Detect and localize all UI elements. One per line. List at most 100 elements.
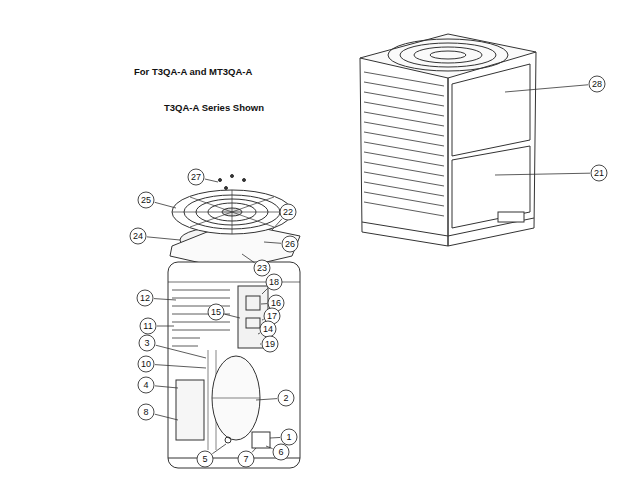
exploded-unit-part <box>246 318 260 328</box>
assembled-unit-part <box>414 47 482 63</box>
leader-line <box>252 448 256 452</box>
callout-number: 28 <box>589 76 605 92</box>
callout-circle <box>591 165 607 181</box>
callout-number: 10 <box>138 356 154 372</box>
callout-number: 27 <box>188 169 204 185</box>
leader-line <box>256 399 277 400</box>
callout-number: 25 <box>138 192 154 208</box>
callout-circle <box>138 404 154 420</box>
leader-line <box>155 414 178 420</box>
assembled-unit-part <box>388 39 508 71</box>
callout-number: 12 <box>137 290 153 306</box>
callout-circle <box>273 444 289 460</box>
callout-number: 24 <box>130 228 146 244</box>
leader-line <box>147 237 180 240</box>
exploded-unit-part <box>219 179 222 182</box>
callout-number: 19 <box>262 336 278 352</box>
callout-circle <box>138 377 154 393</box>
exploded-unit-part <box>231 175 234 178</box>
leader-line <box>262 319 264 321</box>
assembled-unit-part <box>452 64 530 156</box>
leader-line <box>260 344 261 345</box>
assembled-unit-part <box>452 146 530 228</box>
leader-line <box>225 314 240 318</box>
leader-line <box>262 288 268 294</box>
callout-circle <box>238 451 254 467</box>
callout-circle <box>282 236 298 252</box>
leader-line <box>270 437 280 439</box>
leader-line <box>157 326 174 327</box>
callout-number: 1 <box>281 429 297 445</box>
assembled-unit-part <box>430 51 466 59</box>
callout-number: 5 <box>197 451 213 467</box>
callout-number: 18 <box>266 274 282 290</box>
callout-circle <box>208 304 224 320</box>
assembled-unit-part <box>360 34 536 78</box>
callout-number: 21 <box>591 165 607 181</box>
diagram-title: For T3QA-A and MT3QA-A <box>134 66 252 78</box>
leader-line <box>212 444 226 454</box>
assembled-unit-part <box>400 43 496 67</box>
assembled-unit <box>360 34 536 246</box>
callout-number: 3 <box>139 335 155 351</box>
callout-number: 14 <box>260 321 276 337</box>
callout-number: 4 <box>138 377 154 393</box>
exploded-unit-part <box>212 398 260 399</box>
callout-circle <box>139 335 155 351</box>
callout-circle <box>254 260 270 276</box>
exploded-unit-part <box>252 432 270 448</box>
callout-number: 23 <box>254 260 270 276</box>
leader-line <box>505 85 588 92</box>
callout-number: 6 <box>273 444 289 460</box>
leader-line <box>155 386 178 388</box>
callout-number: 2 <box>278 390 294 406</box>
leader-line <box>155 365 206 368</box>
leader-line <box>205 179 218 182</box>
exploded-unit <box>168 175 300 469</box>
leader-line <box>156 345 206 358</box>
leader-line <box>266 446 273 449</box>
callout-circle <box>138 192 154 208</box>
leader-line <box>155 202 176 208</box>
exploded-unit-part <box>172 190 292 234</box>
leader-line <box>154 299 176 300</box>
subtitle-note: T3QA-A Series Shown <box>164 102 264 114</box>
callout-circle <box>138 356 154 372</box>
exploded-unit-part <box>225 187 228 190</box>
leader-line <box>495 173 590 175</box>
leader-line <box>272 219 282 230</box>
leader-line <box>261 303 267 304</box>
callout-number: 17 <box>264 308 280 324</box>
callout-circle <box>188 169 204 185</box>
exploded-unit-part-part <box>172 290 230 346</box>
assembled-unit-part-part <box>364 72 444 216</box>
callout-circle <box>260 321 276 337</box>
leader-line <box>242 254 255 263</box>
exploded-unit-part <box>246 296 260 310</box>
callout-circle <box>197 451 213 467</box>
leader-line <box>264 242 281 243</box>
exploded-unit-part <box>212 356 260 440</box>
callout-number: 11 <box>140 318 156 334</box>
callout-circle <box>589 76 605 92</box>
callout-number: 15 <box>208 304 224 320</box>
assembled-unit-part <box>498 212 524 222</box>
callout-circle <box>137 290 153 306</box>
callout-circle <box>266 274 282 290</box>
assembled-unit-part <box>360 58 448 246</box>
exploded-unit-part <box>168 262 300 468</box>
callout-circle <box>262 336 278 352</box>
callout-circle <box>278 390 294 406</box>
assembled-unit-part <box>448 52 536 246</box>
callout-circle <box>130 228 146 244</box>
callout-circle <box>280 204 296 220</box>
callout-number: 26 <box>282 236 298 252</box>
exploded-unit-part <box>172 190 292 234</box>
callout-number: 8 <box>138 404 154 420</box>
callout-number: 7 <box>238 451 254 467</box>
exploded-unit-part <box>243 179 246 182</box>
exploded-unit-part <box>225 437 231 443</box>
